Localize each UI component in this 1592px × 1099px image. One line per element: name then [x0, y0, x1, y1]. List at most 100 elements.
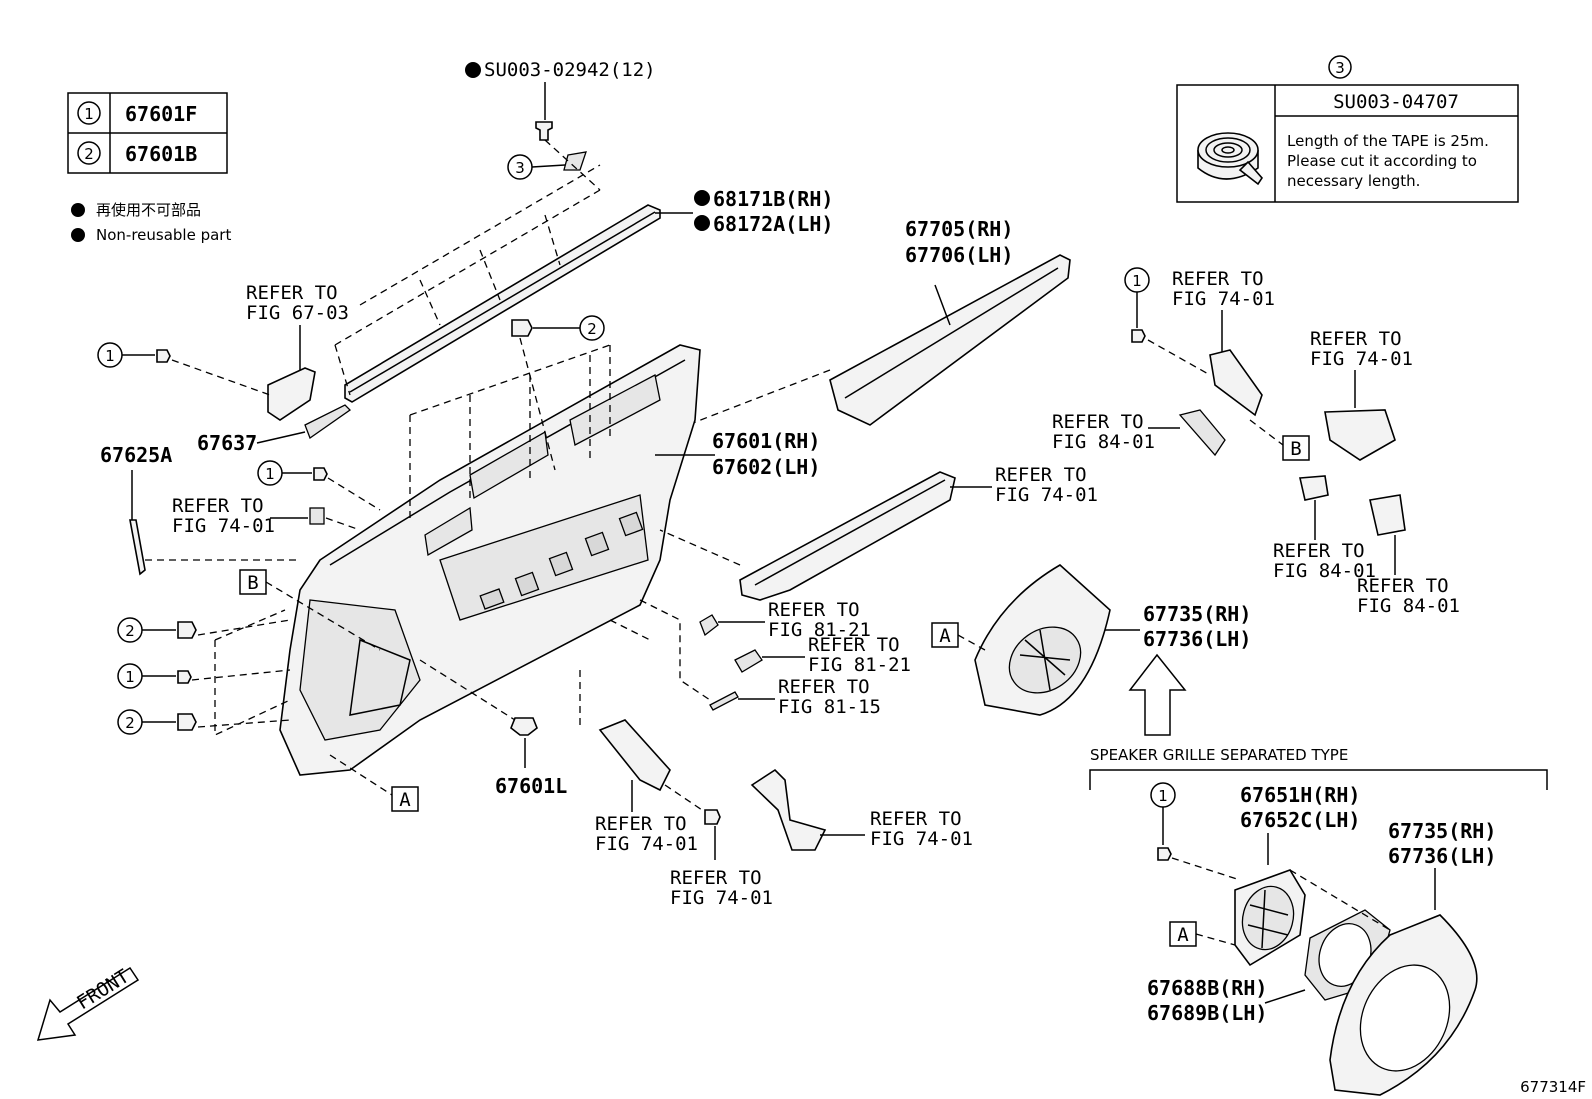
label-weatherstrip-rh: 68171B(RH) — [713, 187, 833, 211]
rod-icon — [129, 519, 146, 576]
svg-text:REFER TO: REFER TO — [870, 808, 962, 830]
svg-text:2: 2 — [587, 320, 597, 338]
bullet-icon — [71, 203, 85, 217]
bracket-icon — [267, 367, 316, 421]
label-67625A: 67625A — [100, 443, 172, 467]
svg-text:FIG 74-01: FIG 74-01 — [1172, 288, 1275, 310]
ref-b-box — [1282, 435, 1310, 461]
bullet-icon — [694, 190, 710, 206]
label-upper-trim-rh: 67705(RH) — [905, 217, 1013, 241]
arrow-up-icon — [1128, 653, 1187, 736]
screw-icon — [1157, 847, 1172, 861]
svg-text:FIG 74-01: FIG 74-01 — [670, 887, 773, 909]
svg-text:2: 2 — [125, 714, 135, 732]
symbol-3-icon — [1328, 55, 1352, 79]
label-grille2-rh: 67735(RH) — [1388, 819, 1496, 843]
bullet-icon — [465, 62, 481, 78]
tape-text-2: Please cut it according to — [1287, 152, 1477, 170]
weatherstrip: 68171B(RH) 68172A(LH) — [334, 164, 833, 403]
label-grille-in-rh: 67651H(RH) — [1240, 783, 1360, 807]
note-jp: 再使用不可部品 — [96, 201, 201, 219]
svg-text:REFER TO: REFER TO — [595, 813, 687, 835]
svg-text:FIG 81-21: FIG 81-21 — [768, 619, 871, 641]
top-clip-2: 2 — [511, 315, 605, 471]
front-arrow-icon — [36, 966, 140, 1041]
svg-text:REFER TO: REFER TO — [1310, 328, 1402, 350]
clip-2-icon — [511, 319, 533, 337]
svg-text:A: A — [399, 789, 411, 811]
switch-icon — [1299, 475, 1329, 501]
svg-text:B: B — [247, 572, 258, 594]
bullet-icon — [71, 228, 85, 242]
svg-text:REFER TO: REFER TO — [995, 464, 1087, 486]
figure-code: 677314F — [1520, 1078, 1586, 1096]
bottom-center: A 67601L REFER TO FIG 74-01 REFER TO FIG… — [329, 659, 973, 909]
svg-text:REFER TO: REFER TO — [768, 599, 860, 621]
bracket-icon — [750, 768, 827, 851]
svg-text:B: B — [1290, 438, 1301, 460]
svg-text:FIG 74-01: FIG 74-01 — [995, 484, 1098, 506]
label-upper-trim-lh: 67706(LH) — [905, 243, 1013, 267]
legend-part-1: 67601F — [125, 102, 197, 126]
note-en: Non-reusable part — [96, 226, 231, 244]
svg-text:FIG 67-03: FIG 67-03 — [246, 302, 349, 324]
clip-2-icon — [177, 713, 197, 731]
door-panel: 67601(RH) 67602(LH) — [279, 344, 820, 776]
label-grille2-lh: 67736(LH) — [1388, 844, 1496, 868]
tape-box: 3 SU003-04707 Length of the TAPE is 25m.… — [1176, 55, 1519, 203]
label-front: FRONT — [73, 965, 133, 1014]
tape-text-1: Length of the TAPE is 25m. — [1287, 132, 1489, 150]
svg-text:REFER TO: REFER TO — [670, 867, 762, 889]
label-weatherstrip-lh: 68172A(LH) — [713, 212, 833, 236]
svg-text:REFER TO: REFER TO — [1273, 540, 1365, 562]
screw-icon — [313, 467, 328, 481]
svg-text:REFER TO: REFER TO — [1357, 575, 1449, 597]
svg-text:FIG 74-01: FIG 74-01 — [870, 828, 973, 850]
svg-text:FIG 74-01: FIG 74-01 — [172, 515, 275, 537]
switch-icon — [1178, 409, 1226, 457]
label-67637: 67637 — [197, 431, 257, 455]
screw-icon — [156, 349, 171, 363]
screw-icon — [177, 670, 192, 684]
svg-text:1: 1 — [105, 347, 115, 365]
label-67601L: 67601L — [495, 774, 567, 798]
label-su-clip: SU003-02942(12) — [484, 59, 656, 81]
switch-icon — [734, 649, 763, 673]
symbol-1-icon — [77, 101, 101, 125]
svg-text:REFER TO: REFER TO — [1052, 411, 1144, 433]
svg-text:REFER TO: REFER TO — [778, 676, 870, 698]
svg-text:A: A — [1177, 924, 1189, 946]
top-clip: SU003-02942(12) 3 — [465, 59, 656, 191]
svg-text:REFER TO: REFER TO — [808, 634, 900, 656]
label-spacer-rh: 67688B(RH) — [1147, 976, 1267, 1000]
switch-icon — [1369, 494, 1406, 536]
speaker-grille: A 67735(RH) 67736(LH) — [931, 564, 1251, 736]
svg-text:FIG 84-01: FIG 84-01 — [1273, 560, 1376, 582]
svg-text:1: 1 — [265, 465, 275, 483]
armrest-trim: REFER TO FIG 74-01 REFER TO FIG 81-21 RE… — [609, 464, 1098, 718]
svg-text:FIG 74-01: FIG 74-01 — [595, 833, 698, 855]
legend-symbol-1: 1 — [84, 105, 94, 123]
screw-icon — [1131, 329, 1146, 343]
svg-text:REFER TO: REFER TO — [1172, 268, 1264, 290]
tape-text-3: necessary length. — [1287, 172, 1420, 190]
symbol-2-icon — [579, 315, 605, 341]
label-grille-rh: 67735(RH) — [1143, 602, 1251, 626]
right-upper-parts: 1 REFER TO FIG 74-01 REFER TO FIG 84-01 … — [1052, 267, 1460, 617]
label-panel-rh: 67601(RH) — [712, 429, 820, 453]
svg-text:FIG 74-01: FIG 74-01 — [1310, 348, 1413, 370]
label-panel-lh: 67602(LH) — [712, 455, 820, 479]
separated-type-section: SPEAKER GRILLE SEPARATED TYPE 1 67651H(R… — [1089, 746, 1548, 1096]
clip-icon — [304, 404, 352, 440]
switch-icon — [709, 691, 739, 711]
switch-housing-icon — [1324, 409, 1396, 461]
label-grille-in-lh: 67652C(LH) — [1240, 808, 1360, 832]
ref-a-box — [391, 786, 419, 812]
tape-roll-icon — [1197, 132, 1264, 186]
label-spacer-lh: 67689B(LH) — [1147, 1001, 1267, 1025]
screw-icon — [535, 121, 553, 141]
svg-text:3: 3 — [1335, 59, 1345, 77]
left-parts: REFER TO FIG 67-03 67637 1 67625A 1 REFE… — [97, 282, 381, 737]
bracket-icon — [1209, 349, 1263, 417]
legend-table: 1 67601F 2 67601B 再使用不可部品 Non-reusable p… — [67, 92, 231, 244]
